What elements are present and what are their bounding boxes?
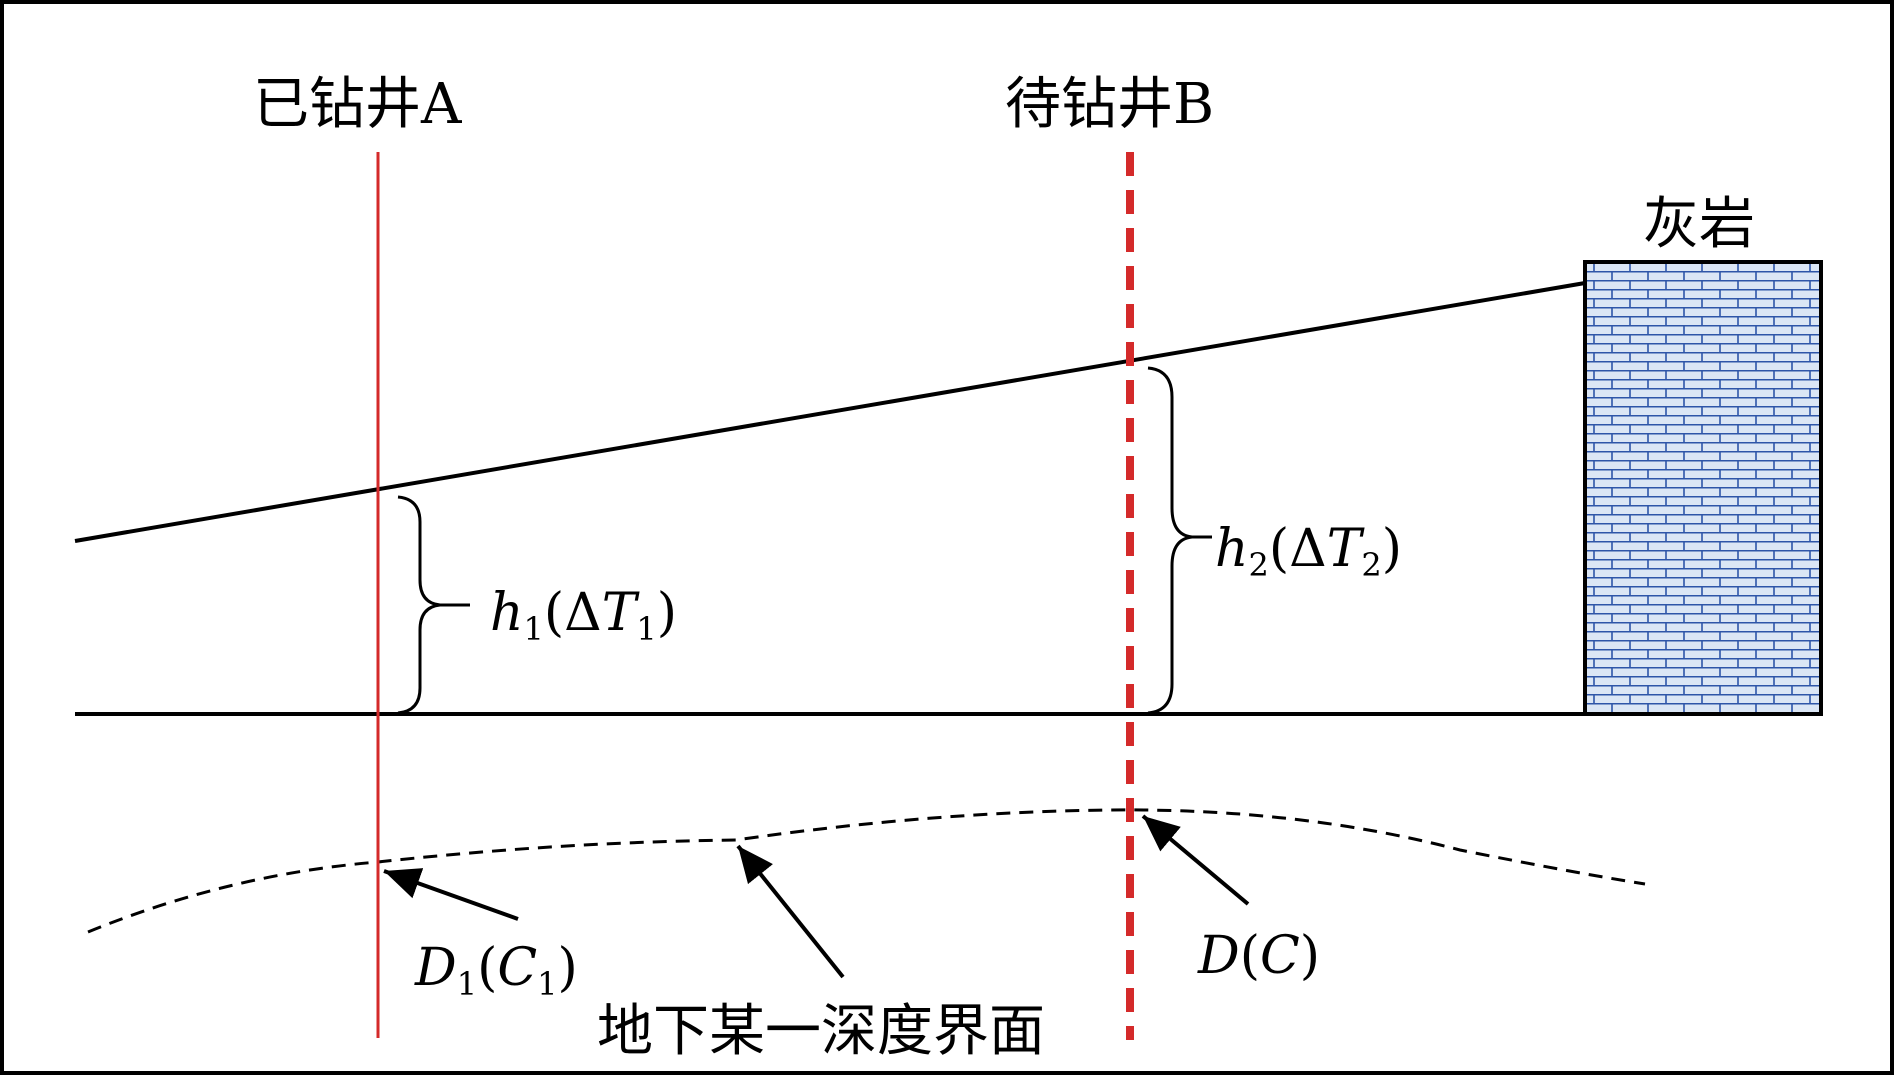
interface-label: 地下某一深度界面: [597, 999, 1045, 1064]
h2-open: (Δ: [1269, 519, 1327, 579]
h1-brace: [397, 495, 441, 715]
limestone-block: [1583, 260, 1823, 716]
h2-brace: [1147, 366, 1193, 715]
top-boundary-line: [74, 281, 1586, 543]
h2-label: h2(ΔT2): [1215, 519, 1402, 584]
d-close: ): [1300, 926, 1320, 986]
d1-csub: 1: [537, 965, 557, 1003]
d1-label: D1(C1): [414, 938, 578, 1003]
h1-close: ): [657, 583, 677, 643]
h1-sub: 1: [524, 610, 544, 648]
d-c: C: [1260, 926, 1300, 986]
d1-var: D: [414, 938, 457, 998]
h2-var: h: [1215, 519, 1249, 579]
d-var: D: [1197, 926, 1240, 986]
limestone-label: 灰岩: [1643, 192, 1755, 257]
d-label: D(C): [1197, 926, 1320, 986]
h2-close: ): [1382, 519, 1402, 579]
h1-label: h1(ΔT1): [490, 583, 677, 648]
well-a-label: 已钻井A: [253, 72, 462, 137]
h1-t: T: [602, 583, 640, 643]
h2-sub: 2: [1249, 546, 1269, 584]
d1-open: (: [477, 938, 497, 998]
h2-tsub: 2: [1361, 546, 1381, 584]
d-arrow: [1141, 814, 1250, 906]
d1-sub: 1: [457, 965, 477, 1003]
d1-close: ): [558, 938, 578, 998]
h1-tsub: 1: [636, 610, 656, 648]
well-b-label: 待钻井B: [1005, 72, 1214, 137]
h1-var: h: [490, 583, 524, 643]
h2-t: T: [1327, 519, 1365, 579]
d1-arrow: [383, 868, 519, 921]
d1-c: C: [497, 938, 537, 998]
d-open: (: [1240, 926, 1260, 986]
h1-open: (Δ: [544, 583, 602, 643]
depth-interface-curve: [87, 808, 1646, 934]
interface-arrow: [736, 844, 845, 979]
